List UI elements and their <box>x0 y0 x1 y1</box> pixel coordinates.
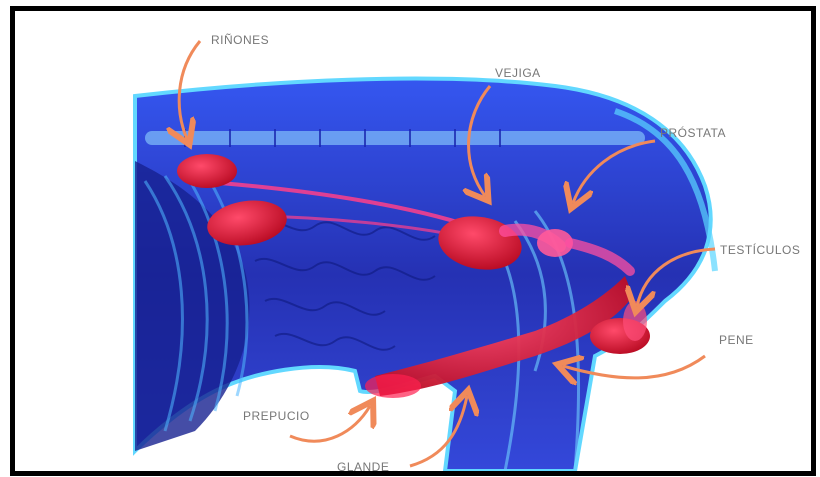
prepuce <box>365 374 421 398</box>
anatomy-illustration <box>15 11 811 471</box>
diagram-frame: RIÑONES VEJIGA PRÓSTATA TESTÍCULOS PENE … <box>10 6 816 476</box>
kidney-upper <box>177 154 237 188</box>
label-bladder: VEJIGA <box>495 66 541 80</box>
label-prepuce: PREPUCIO <box>243 409 310 423</box>
spine <box>145 131 645 145</box>
label-testicles: TESTÍCULOS <box>720 243 800 257</box>
label-penis: PENE <box>719 333 754 347</box>
label-prostate: PRÓSTATA <box>660 126 726 140</box>
label-kidneys: RIÑONES <box>211 33 269 47</box>
label-glans: GLANDE <box>337 460 389 474</box>
